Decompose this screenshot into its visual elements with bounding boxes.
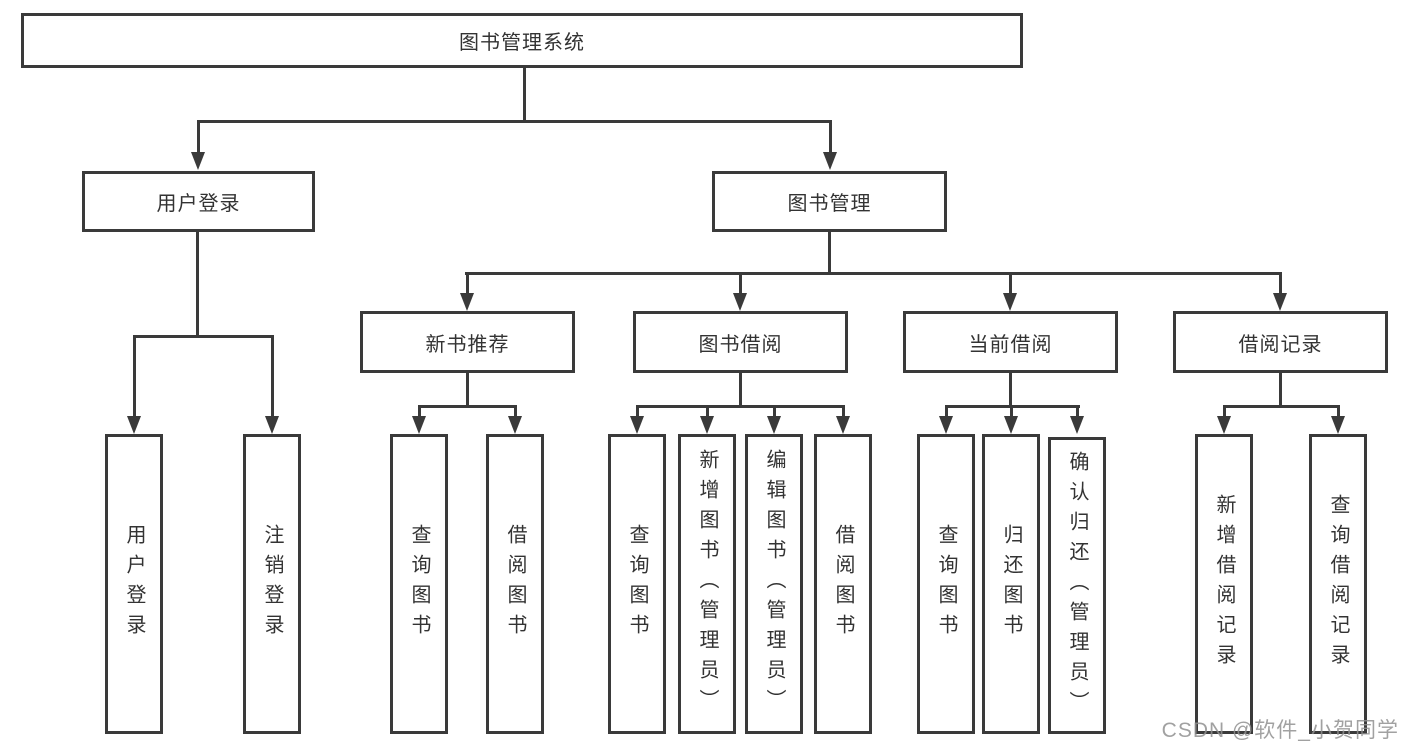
arrowhead-bb-leaf4 bbox=[836, 416, 850, 434]
node-user-login-label: 用户登录 bbox=[156, 193, 241, 215]
leaf-cb-confirm-return-admin: 确认归还（管理员） bbox=[1048, 437, 1106, 734]
arrowhead-borrowrecords bbox=[1273, 293, 1287, 311]
connector-bb-leaf4-stem bbox=[842, 405, 845, 416]
leaf-logout-label: 注销登录 bbox=[261, 524, 283, 644]
node-current-borrow: 当前借阅 bbox=[903, 311, 1118, 373]
connector-newbook-stem bbox=[466, 272, 469, 293]
connector-leaf-login-stem bbox=[133, 335, 136, 416]
leaf-bb-add-books-admin-label: 新增图书（管理员） bbox=[696, 449, 718, 719]
node-root-label: 图书管理系统 bbox=[459, 32, 585, 54]
arrowhead-newbook bbox=[460, 293, 474, 311]
connector-root-left-stem bbox=[197, 120, 200, 152]
arrowhead-leaf-login bbox=[127, 416, 141, 434]
leaf-bb-borrow-books: 借阅图书 bbox=[814, 434, 872, 734]
node-root: 图书管理系统 bbox=[21, 13, 1023, 68]
connector-nb-leaf2-stem bbox=[514, 405, 517, 416]
node-user-login: 用户登录 bbox=[82, 171, 315, 232]
connector-leaf-logout-stem bbox=[271, 335, 274, 416]
arrowhead-bookborrow bbox=[733, 293, 747, 311]
connector-newbook-down bbox=[466, 373, 469, 405]
connector-br-leaf2-stem bbox=[1337, 405, 1340, 416]
arrowhead-nb-leaf2 bbox=[508, 416, 522, 434]
connector-br-leaf1-stem bbox=[1223, 405, 1226, 416]
connector-user-login-hbar bbox=[133, 335, 274, 338]
leaf-cb-confirm-return-admin-label: 确认归还（管理员） bbox=[1066, 450, 1088, 721]
connector-bb-down bbox=[739, 373, 742, 405]
node-book-management: 图书管理 bbox=[712, 171, 947, 232]
connector-currentborrow-stem bbox=[1009, 272, 1012, 293]
connector-br-hbar bbox=[1223, 405, 1340, 408]
arrowhead-br-leaf1 bbox=[1217, 416, 1231, 434]
node-new-book-recommend-label: 新书推荐 bbox=[425, 333, 510, 356]
arrowhead-bb-leaf3 bbox=[767, 416, 781, 434]
connector-bb-leaf2-stem bbox=[706, 405, 709, 416]
arrowhead-currentborrow bbox=[1003, 293, 1017, 311]
connector-borrowrecords-stem bbox=[1279, 272, 1282, 293]
leaf-br-add-record-label: 新增借阅记录 bbox=[1213, 494, 1235, 674]
connector-cb-leaf3-stem bbox=[1076, 405, 1079, 416]
connector-book-mgmt-hbar bbox=[465, 272, 1282, 275]
leaf-bb-query-books: 查询图书 bbox=[608, 434, 666, 734]
arrowhead-leaf-logout bbox=[265, 416, 279, 434]
connector-user-login-stem bbox=[196, 231, 199, 335]
node-book-borrow: 图书借阅 bbox=[633, 311, 848, 373]
connector-br-down bbox=[1279, 373, 1282, 405]
arrowhead-bb-leaf1 bbox=[630, 416, 644, 434]
leaf-logout: 注销登录 bbox=[243, 434, 301, 734]
connector-book-mgmt-stem bbox=[828, 231, 831, 272]
connector-cb-leaf2-stem bbox=[1010, 405, 1013, 416]
leaf-br-add-record: 新增借阅记录 bbox=[1195, 434, 1253, 734]
connector-root-hbar bbox=[197, 120, 832, 123]
connector-root-stem bbox=[523, 67, 526, 120]
leaf-bb-edit-books-admin-label: 编辑图书（管理员） bbox=[763, 449, 785, 719]
connector-bookborrow-stem bbox=[739, 272, 742, 293]
arrowhead-user-login bbox=[191, 152, 205, 170]
arrowhead-cb-leaf2 bbox=[1004, 416, 1018, 434]
arrowhead-book-management bbox=[823, 152, 837, 170]
leaf-bb-edit-books-admin: 编辑图书（管理员） bbox=[745, 434, 803, 734]
leaf-nb-borrow-books: 借阅图书 bbox=[486, 434, 544, 734]
leaf-br-query-record-label: 查询借阅记录 bbox=[1327, 494, 1349, 674]
leaf-user-login: 用户登录 bbox=[105, 434, 163, 734]
leaf-nb-query-books: 查询图书 bbox=[390, 434, 448, 734]
arrowhead-cb-leaf1 bbox=[939, 416, 953, 434]
node-current-borrow-label: 当前借阅 bbox=[968, 333, 1053, 356]
node-book-management-label: 图书管理 bbox=[787, 193, 872, 215]
connector-nb-leaf1-stem bbox=[418, 405, 421, 416]
leaf-bb-query-books-label: 查询图书 bbox=[626, 524, 648, 644]
connector-bb-leaf1-stem bbox=[636, 405, 639, 416]
arrowhead-br-leaf2 bbox=[1331, 416, 1345, 434]
leaf-cb-return-books: 归还图书 bbox=[982, 434, 1040, 734]
node-book-borrow-label: 图书借阅 bbox=[698, 333, 783, 356]
leaf-nb-borrow-books-label: 借阅图书 bbox=[504, 524, 526, 644]
connector-root-right-stem bbox=[829, 120, 832, 152]
leaf-nb-query-books-label: 查询图书 bbox=[408, 524, 430, 644]
connector-bb-leaf3-stem bbox=[773, 405, 776, 416]
leaf-br-query-record: 查询借阅记录 bbox=[1309, 434, 1367, 734]
leaf-user-login-label: 用户登录 bbox=[123, 524, 145, 644]
leaf-bb-borrow-books-label: 借阅图书 bbox=[832, 524, 854, 644]
csdn-watermark: CSDN @软件_小贺同学 bbox=[1161, 719, 1399, 742]
arrowhead-bb-leaf2 bbox=[700, 416, 714, 434]
leaf-cb-return-books-label: 归还图书 bbox=[1000, 524, 1022, 644]
node-borrow-records: 借阅记录 bbox=[1173, 311, 1388, 373]
connector-cb-leaf1-stem bbox=[945, 405, 948, 416]
arrowhead-nb-leaf1 bbox=[412, 416, 426, 434]
arrowhead-cb-leaf3 bbox=[1070, 416, 1084, 434]
leaf-cb-query-books: 查询图书 bbox=[917, 434, 975, 734]
connector-newbook-hbar bbox=[418, 405, 517, 408]
connector-cb-down bbox=[1009, 373, 1012, 405]
leaf-cb-query-books-label: 查询图书 bbox=[935, 524, 957, 644]
leaf-bb-add-books-admin: 新增图书（管理员） bbox=[678, 434, 736, 734]
node-borrow-records-label: 借阅记录 bbox=[1238, 333, 1323, 356]
node-new-book-recommend: 新书推荐 bbox=[360, 311, 575, 373]
connector-bb-hbar bbox=[636, 405, 845, 408]
